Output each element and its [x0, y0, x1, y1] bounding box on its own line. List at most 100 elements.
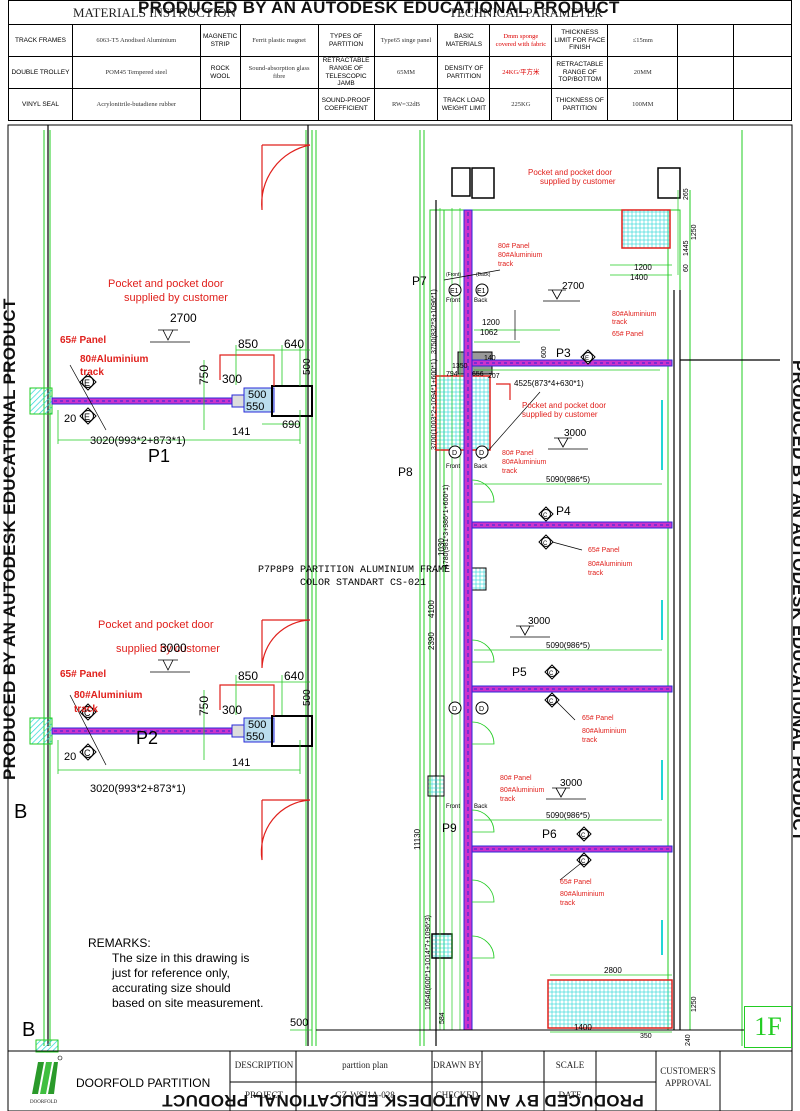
p4-panel: 65# Panel	[588, 547, 620, 554]
marker-c-d: C	[549, 699, 554, 705]
front-label-2: Front	[446, 464, 460, 470]
floor-label: 1F	[744, 1006, 792, 1048]
dim-p7: 3750(832*3+1096*1)	[431, 289, 438, 354]
p1-dim-500a: 500	[302, 358, 313, 375]
p2-dim-640: 640	[284, 669, 304, 683]
p2-dim-300: 300	[222, 703, 242, 717]
p2-note-line1: Pocket and pocket door	[98, 619, 214, 631]
p2-dim-750: 750	[197, 696, 211, 716]
p1-dim-141: 141	[232, 426, 250, 438]
remarks-line-1: The size in this drawing is	[112, 951, 250, 965]
p6-track-1: 80#Aluminium	[560, 891, 605, 898]
dim-p3: 4525(873*4+630*1)	[514, 379, 584, 388]
p3-track-1: 80#Aluminium	[612, 311, 657, 318]
p1-dim-500b: 500	[248, 389, 266, 401]
section-mark-b-1: B	[14, 801, 27, 823]
p2-panel: 65# Panel	[60, 669, 106, 680]
materials-cell: DENSITY OF PARTITION	[437, 55, 491, 90]
scale-label: SCALE	[555, 1060, 585, 1070]
p2-dim-500a: 500	[302, 689, 313, 706]
materials-cell: Acrylonitrile-butadiene rubber	[71, 88, 201, 122]
materials-cell: VINYL SEAL	[8, 88, 73, 122]
note-top-line1: Pocket and pocket door	[528, 168, 612, 177]
label-p9: P9	[442, 821, 457, 835]
materials-cell: 65MM	[373, 55, 439, 90]
dim-2800: 2800	[604, 966, 622, 975]
dim-2390: 2390	[427, 632, 436, 650]
dim-240: 240	[685, 1034, 692, 1046]
dim-1200b: 1200	[482, 318, 500, 327]
dim-p8b: 3700(1003*2+1094*1+600*1)	[431, 359, 438, 450]
left-markers	[79, 373, 97, 761]
right-markers	[448, 283, 596, 868]
approval-label-1: CUSTOMER'S	[660, 1066, 716, 1076]
materials-cell: SOUND-PROOF COEFFICIENT	[317, 88, 375, 122]
p4-track-1: 80#Aluminium	[588, 561, 633, 568]
dim-1400a: 1400	[630, 273, 648, 282]
p6-track-2: track	[560, 900, 576, 907]
checked-label: CHECKED	[435, 1090, 479, 1100]
front-label-3: Front	[446, 804, 460, 810]
materials-cell: POM45 Tempered steel	[71, 55, 201, 90]
label-p5: P5	[512, 665, 527, 679]
dim-1200a: 1200	[634, 263, 652, 272]
dim-1445: 1445	[683, 240, 690, 256]
dim-265: 265	[683, 188, 690, 200]
p1-dim-550: 550	[246, 401, 264, 413]
label-p3: P3	[556, 346, 571, 360]
p9-panel: 80# Panel	[500, 775, 532, 782]
p3-panel: 65# Panel	[612, 331, 644, 338]
date-label: DATE	[558, 1090, 582, 1100]
logo-text: DOORFOLD	[30, 1100, 58, 1105]
p1-panel: 65# Panel	[60, 335, 106, 346]
marker-e1-b: E1	[477, 288, 486, 295]
p1-height: 2700	[170, 311, 197, 325]
marker-c-e: C	[581, 833, 586, 839]
p2-note-line2: supplied by customer	[116, 643, 220, 655]
dim-656: 656	[472, 371, 484, 378]
marker-c-f: C	[581, 859, 586, 865]
label-p7: P7	[412, 274, 427, 288]
frame-note-line1: P7P8P9 PARTITION ALUMINIUM FRAME	[258, 565, 450, 576]
height-3000-b: 3000	[528, 616, 551, 627]
p1-dim-640: 640	[284, 337, 304, 351]
height-3000-a: 3000	[564, 428, 587, 439]
dim-600: 600	[541, 346, 548, 358]
height-3000-c: 3000	[560, 778, 583, 789]
materials-cell	[677, 55, 735, 90]
p2-dim-500b: 500	[248, 719, 266, 731]
doorfold-logo	[30, 1055, 63, 1096]
p1-dim-20: 20	[64, 413, 76, 425]
watermark-top: PRODUCED BY AN AUTODESK EDUCATIONAL PROD…	[138, 0, 620, 17]
dim-p5: 5090(986*5)	[546, 641, 590, 650]
back-paren: (Back)	[476, 272, 491, 278]
materials-cell: ≤15mm	[607, 24, 679, 57]
title-block: DOORFOLD PARTITION DOORFOLD DESCRIPTION …	[8, 1050, 792, 1111]
back-label-2: Back	[474, 464, 488, 470]
materials-cell: BASIC MATERIALS	[437, 24, 491, 57]
materials-cell: RW=32dB	[373, 88, 439, 122]
p2-dim-20: 20	[64, 751, 76, 763]
materials-cell: TRACK LOAD WEIGHT LIMIT	[437, 88, 491, 122]
front-paren: (Front)	[446, 272, 461, 278]
p4-track-2: track	[588, 570, 604, 577]
p5-panel: 65# Panel	[582, 715, 614, 722]
p1-dim-690: 690	[282, 419, 300, 431]
project-label: PROJECT	[244, 1090, 283, 1100]
p6-panel: 65# Panel	[560, 879, 592, 886]
project-value: GZ-WSJ1A-028	[335, 1090, 395, 1100]
back-label-3: Back	[474, 804, 488, 810]
p7-track-1: 80#Aluminium	[498, 252, 543, 259]
dim-11130: 11130	[413, 828, 422, 850]
marker-c-c: C	[549, 671, 554, 677]
materials-cell: Sound-absorption glass fibre	[239, 55, 319, 90]
front-label-1: Front	[446, 298, 460, 304]
drawn-by-label: DRAWN BY	[432, 1060, 482, 1070]
p1-marker-top: E	[84, 378, 90, 388]
note-mid-line2: supplied by customer	[522, 410, 598, 419]
label-p8: P8	[398, 465, 413, 479]
materials-cell: 24KG/平方米	[489, 55, 553, 90]
remarks-line-2: just for reference only,	[112, 966, 230, 980]
